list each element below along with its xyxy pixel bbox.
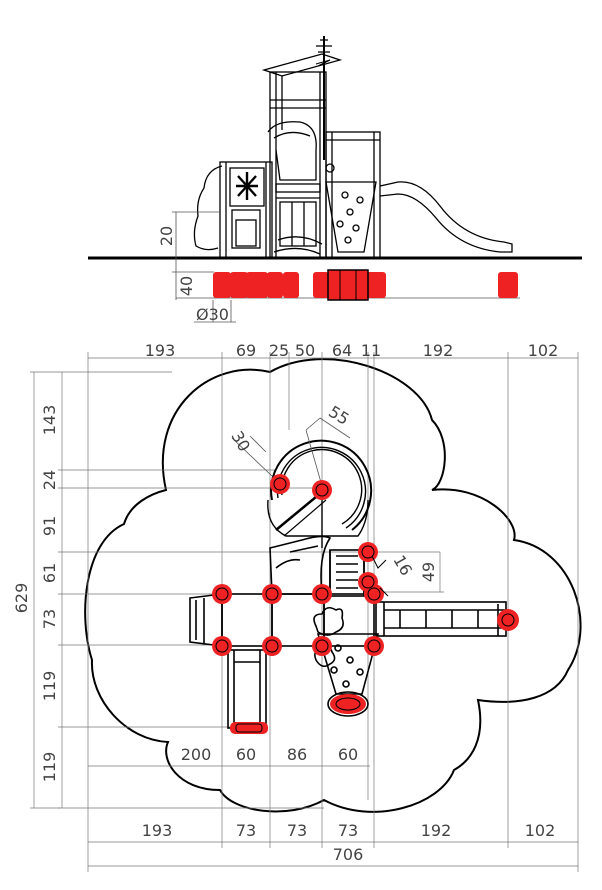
post: [330, 694, 366, 714]
left-dim: 73: [40, 609, 59, 629]
footing: [267, 272, 283, 298]
post: [364, 636, 384, 656]
left-dim: 119: [40, 752, 59, 783]
post: [312, 480, 332, 500]
post: [312, 636, 332, 656]
left-dim: 91: [40, 516, 59, 536]
top-dim: 11: [361, 341, 381, 360]
footing: [246, 272, 268, 298]
footing: [498, 272, 518, 298]
left-dim: 143: [40, 405, 59, 436]
post: [212, 584, 232, 604]
platform-deck: [189, 535, 507, 729]
top-dim: 193: [145, 341, 176, 360]
bottom-dim: 102: [525, 821, 556, 840]
plan-extension-lines: [30, 352, 579, 872]
post: [497, 609, 519, 631]
overall-width: 706: [333, 845, 364, 864]
bottom-dim: 192: [421, 821, 452, 840]
bottom-dim: 193: [142, 821, 173, 840]
footing: [230, 272, 248, 298]
top-dim: 102: [528, 341, 559, 360]
post: [312, 584, 332, 604]
bottom-dim: 73: [236, 821, 256, 840]
footing: [213, 272, 231, 298]
plan-dimension-labels: 193 69 25 50 64 11 192 102 193 73 73 73 …: [12, 341, 558, 864]
post: [262, 584, 282, 604]
post: [230, 722, 268, 734]
diameter-label: Ø30: [196, 305, 229, 324]
footing: [283, 272, 299, 298]
safety-zone-outline: [84, 358, 582, 813]
post: [212, 636, 232, 656]
left-dim: 61: [40, 563, 59, 583]
footing-frame: [327, 269, 369, 301]
plan-view: 193 69 25 50 64 11 192 102 193 73 73 73 …: [12, 341, 582, 872]
footing: [328, 270, 368, 300]
inner-dim: 200: [181, 745, 212, 764]
post: [270, 474, 290, 494]
left-dim: 24: [40, 470, 59, 490]
footing: [313, 272, 329, 298]
post: [358, 542, 378, 562]
elevation-structure: [193, 36, 513, 259]
top-dim: 50: [295, 341, 315, 360]
round-tower: [231, 417, 373, 548]
callout-dim: 16: [389, 552, 416, 579]
inner-dim: 60: [338, 745, 358, 764]
footing: [366, 272, 386, 298]
inner-dim: 86: [287, 745, 307, 764]
top-dim: 25: [269, 341, 289, 360]
inner-dim: 60: [236, 745, 256, 764]
callout-dim: 55: [325, 402, 352, 429]
post: [358, 572, 378, 592]
height-dim-label: 20: [157, 226, 176, 246]
top-dim: 192: [423, 341, 454, 360]
elevation-dimensions: 20 40 Ø30: [157, 211, 236, 324]
callout-dim: 30: [227, 428, 254, 455]
top-dim: 64: [332, 341, 352, 360]
left-dim: 119: [40, 671, 59, 702]
post: [262, 636, 282, 656]
bottom-dim: 73: [338, 821, 358, 840]
callout-dim: 49: [419, 562, 438, 582]
posts: [212, 474, 519, 734]
elevation-view: 20 40 Ø30: [88, 36, 582, 324]
footings: [213, 269, 518, 301]
top-dim: 69: [236, 341, 256, 360]
overall-height: 629: [12, 583, 31, 614]
footing-depth-label: 40: [177, 276, 196, 296]
bottom-dim: 73: [287, 821, 307, 840]
